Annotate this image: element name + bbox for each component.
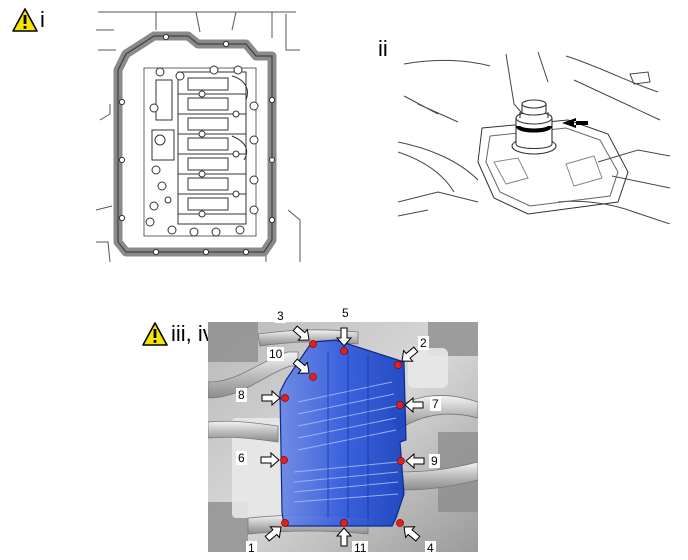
- push-arrow-icon: [260, 452, 280, 468]
- bolt-number-6: 6: [236, 451, 247, 465]
- bolt-number-10: 10: [267, 347, 285, 361]
- bolt-number-11: 11: [352, 541, 369, 555]
- push-arrow-icon: [336, 527, 352, 547]
- step-label-i: i: [40, 7, 45, 32]
- push-arrow-icon: [261, 390, 281, 406]
- bolt-number-7: 7: [430, 397, 441, 411]
- warning-icon-step-iii-iv: [142, 322, 168, 346]
- bolt-arrows: [260, 322, 425, 547]
- bolt-5: [340, 347, 348, 355]
- push-arrow-icon: [397, 343, 421, 367]
- oil-pan-bolt-photo: [208, 322, 478, 552]
- bolt-7: [396, 401, 404, 409]
- bolt-8: [281, 394, 289, 402]
- push-arrow-icon: [404, 397, 424, 413]
- bolt-9: [397, 457, 405, 465]
- oil-pan: [279, 339, 407, 527]
- bolt-2: [394, 361, 402, 369]
- bolt-10: [309, 373, 317, 381]
- valve-body-gasket-illustration: [96, 11, 301, 263]
- push-arrow-icon: [290, 322, 314, 346]
- bolt-3: [309, 340, 317, 348]
- bolt-6: [280, 456, 288, 464]
- filler-plug: [511, 99, 557, 155]
- indicator-arrow-icon: [562, 118, 588, 128]
- step-label-iii-iv: iii, iv: [171, 321, 214, 346]
- o-ring: [516, 124, 552, 133]
- bolt-4: [396, 519, 404, 527]
- push-arrow-icon: [290, 355, 314, 379]
- push-arrow-icon: [336, 327, 352, 347]
- bolt-number-4: 4: [425, 541, 436, 555]
- bolt-number-3: 3: [275, 309, 286, 323]
- bolt-number-2: 2: [418, 336, 429, 350]
- push-arrow-icon: [405, 453, 425, 469]
- bolt-number-1: 1: [246, 541, 257, 555]
- warning-icon-step-i: [12, 8, 38, 32]
- bolt-11: [340, 519, 348, 527]
- bolt-number-5: 5: [340, 306, 351, 320]
- push-arrow-icon: [399, 521, 423, 545]
- filler-plug-illustration: [398, 52, 670, 224]
- bolt-number-8: 8: [236, 388, 247, 402]
- step-label-ii: ii: [378, 36, 388, 61]
- push-arrow-icon: [262, 521, 286, 545]
- bolt-number-9: 9: [429, 454, 440, 468]
- bolt-1: [281, 519, 289, 527]
